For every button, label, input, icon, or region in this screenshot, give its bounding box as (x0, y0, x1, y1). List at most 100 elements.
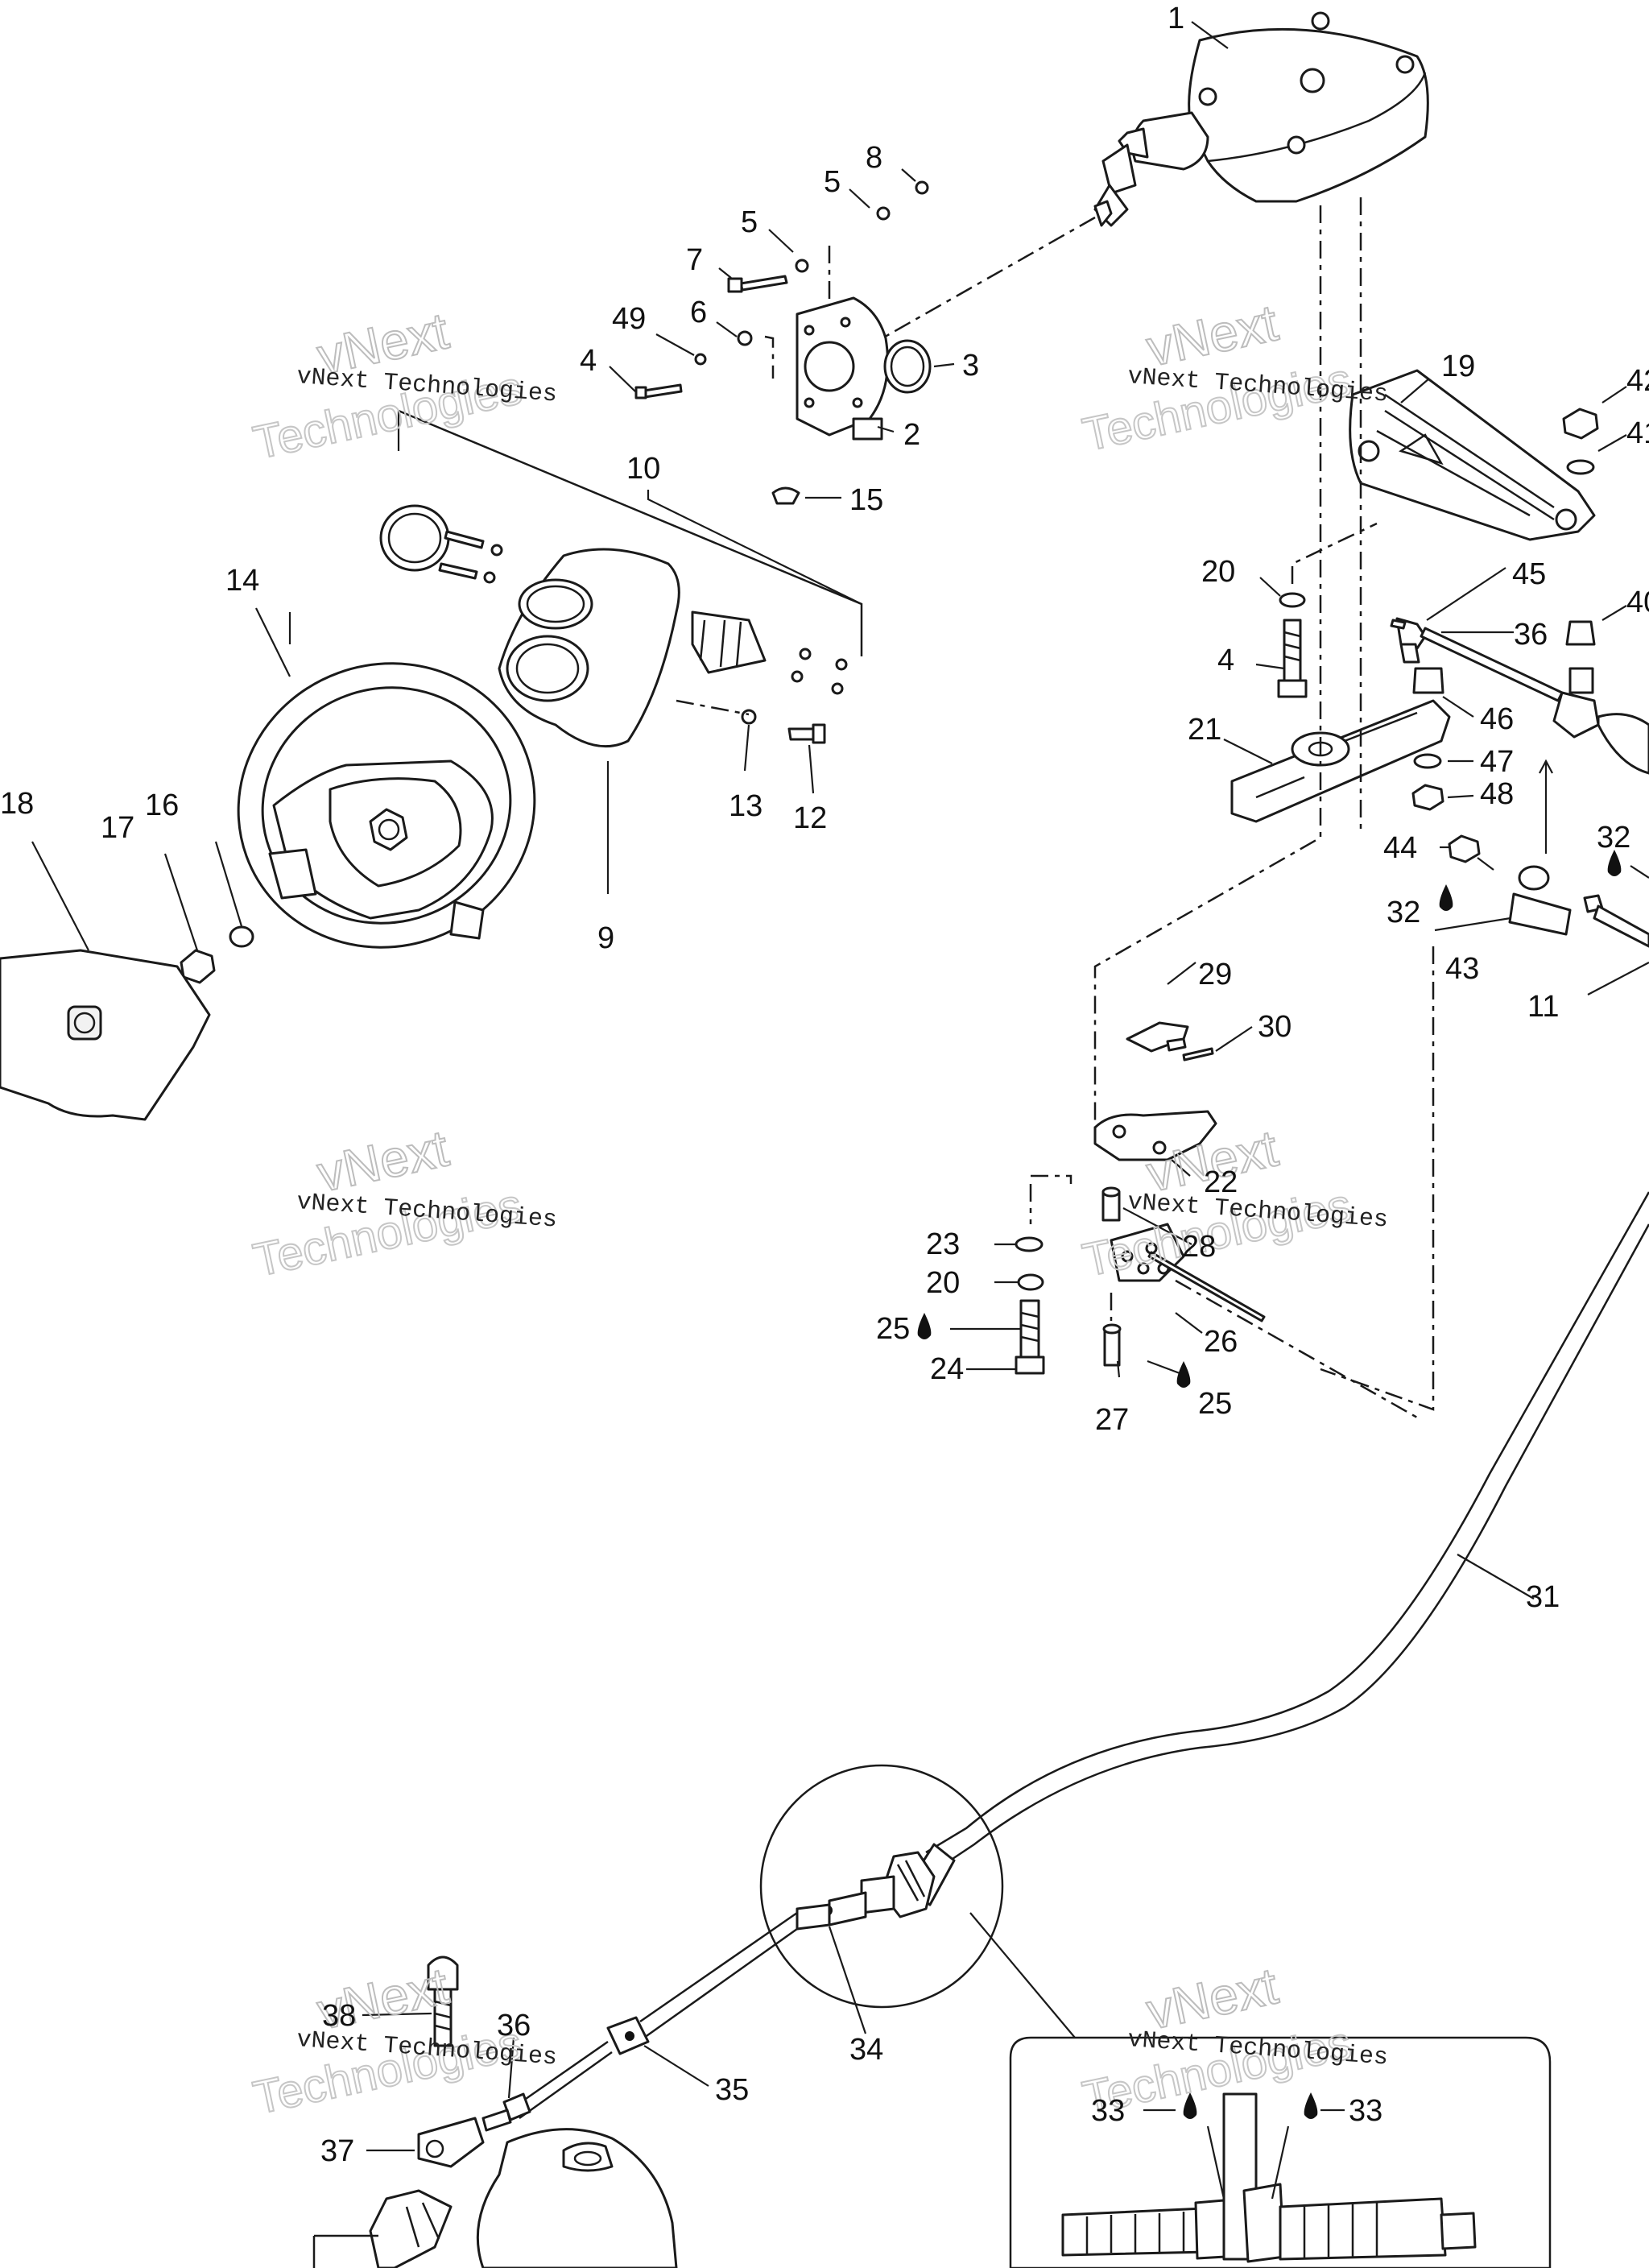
callout-46: 46 (1480, 702, 1514, 736)
callout-47: 47 (1480, 745, 1514, 779)
callout-5: 5 (741, 205, 758, 239)
callout-36: 36 (497, 2009, 531, 2042)
mounting-plate (1093, 1110, 1217, 1161)
hub-axis (676, 699, 750, 716)
callout-10: 10 (626, 452, 660, 486)
callout-27: 27 (1095, 1403, 1129, 1437)
plate-dash (1031, 1174, 1072, 1184)
wheel-washer (229, 925, 254, 948)
callout-48: 48 (1480, 777, 1514, 811)
callout-19: 19 (1441, 350, 1475, 383)
callout-34: 34 (849, 2033, 883, 2067)
callout-29: 29 (1198, 958, 1232, 991)
spacer-washer (1413, 753, 1442, 769)
callout-35: 35 (715, 2073, 749, 2107)
callout-1: 1 (1168, 2, 1184, 35)
callout-24: 24 (930, 1352, 964, 1386)
lubricant-drop-icon (1176, 1361, 1191, 1388)
callout-2: 2 (903, 418, 920, 452)
inner-cable (515, 1911, 798, 2120)
lower-dash-2 (1175, 1279, 1418, 1419)
cable-clamp (1126, 1021, 1214, 1062)
assembly-line-4 (1320, 946, 1435, 1411)
horn-cap (379, 504, 503, 584)
callout-31: 31 (1526, 1580, 1560, 1614)
watermark-line1: vNext (1142, 293, 1283, 377)
callout-33: 33 (1091, 2094, 1125, 2128)
pivot-nut (1562, 408, 1599, 440)
callout-44: 44 (1383, 831, 1417, 865)
watermark-line1: vNext (312, 1119, 453, 1202)
callout-22: 22 (1204, 1165, 1238, 1199)
ball-joint-rod (1390, 617, 1564, 702)
callout-37: 37 (320, 2134, 354, 2168)
callout-20: 20 (1201, 555, 1235, 589)
callout-23: 23 (926, 1227, 960, 1261)
callout-9: 9 (597, 921, 614, 955)
watermark-line1: vNext (1142, 1956, 1283, 2040)
support-plate (796, 296, 889, 441)
callout-26: 26 (1204, 1325, 1238, 1359)
wheel-cover (0, 949, 211, 1121)
cable-nut (1448, 834, 1481, 863)
callout-38: 38 (322, 1999, 356, 2033)
callout-32: 32 (1387, 896, 1420, 929)
watermark: vNext Technologies vNext Technologies (248, 1118, 558, 1288)
tiller-arm (312, 2128, 678, 2268)
rod-end (417, 1956, 531, 2168)
lubricant-drop-icon (1439, 884, 1453, 911)
callout-16: 16 (145, 788, 179, 822)
callout-32: 32 (1597, 821, 1630, 855)
watermark: vNext Technologies vNext Technologies (1077, 292, 1389, 462)
cable-fitting (759, 1764, 1004, 2009)
callout-18: 18 (0, 787, 34, 821)
hub-fasteners (741, 648, 848, 744)
callout-3: 3 (962, 349, 979, 383)
watermark: vNext Technologies vNext Technologies (248, 300, 558, 470)
pivot-washer (1566, 459, 1595, 475)
callout-8: 8 (866, 141, 882, 175)
steering-wheel (237, 662, 536, 949)
callout-13: 13 (729, 789, 763, 823)
callout-49: 49 (612, 302, 646, 336)
callout-45: 45 (1512, 557, 1546, 591)
callout-7: 7 (686, 243, 703, 277)
callout-20: 20 (926, 1266, 960, 1300)
callout-42: 42 (1626, 364, 1649, 398)
lubricant-drop-icon (1304, 2092, 1318, 2119)
callout-14: 14 (225, 564, 259, 598)
pivot-bracket (1349, 369, 1596, 541)
callout-11: 11 (1527, 990, 1559, 1024)
callout-40: 40 (1626, 586, 1649, 619)
callout-4: 4 (1217, 644, 1234, 677)
column-fasteners (634, 180, 929, 399)
lubricant-drop-icon (1607, 850, 1622, 876)
callout-4: 4 (580, 344, 597, 378)
steering-column-housing (1093, 11, 1429, 227)
callout-41: 41 (1626, 416, 1649, 450)
callout-33: 33 (1349, 2094, 1382, 2128)
key (771, 486, 800, 505)
bracket-washer (1279, 592, 1306, 608)
callout-25: 25 (1198, 1387, 1232, 1421)
cable-bracket (1508, 865, 1649, 948)
callout-labels: 1 2 3 4 5 5 6 7 8 49 10 15 14 9 12 13 16… (0, 2, 1649, 2168)
detail-inset (1009, 2036, 1552, 2268)
lubricant-icons (917, 850, 1622, 2119)
clevis (1552, 667, 1649, 775)
callout-21: 21 (1188, 713, 1221, 747)
callout-5: 5 (824, 165, 841, 199)
callout-12: 12 (793, 801, 827, 835)
callout-36: 36 (1514, 618, 1548, 652)
wheel-nut (180, 949, 216, 984)
bracket-bolt (1277, 619, 1308, 698)
spacer-nut (1411, 784, 1444, 811)
steering-hub (498, 548, 767, 748)
callout-17: 17 (101, 811, 134, 845)
callout-28: 28 (1182, 1230, 1216, 1264)
assembly-line-3 (1291, 522, 1378, 584)
callout-25: 25 (876, 1312, 910, 1346)
callout-15: 15 (849, 483, 883, 517)
pivot-bushing (1565, 620, 1596, 646)
